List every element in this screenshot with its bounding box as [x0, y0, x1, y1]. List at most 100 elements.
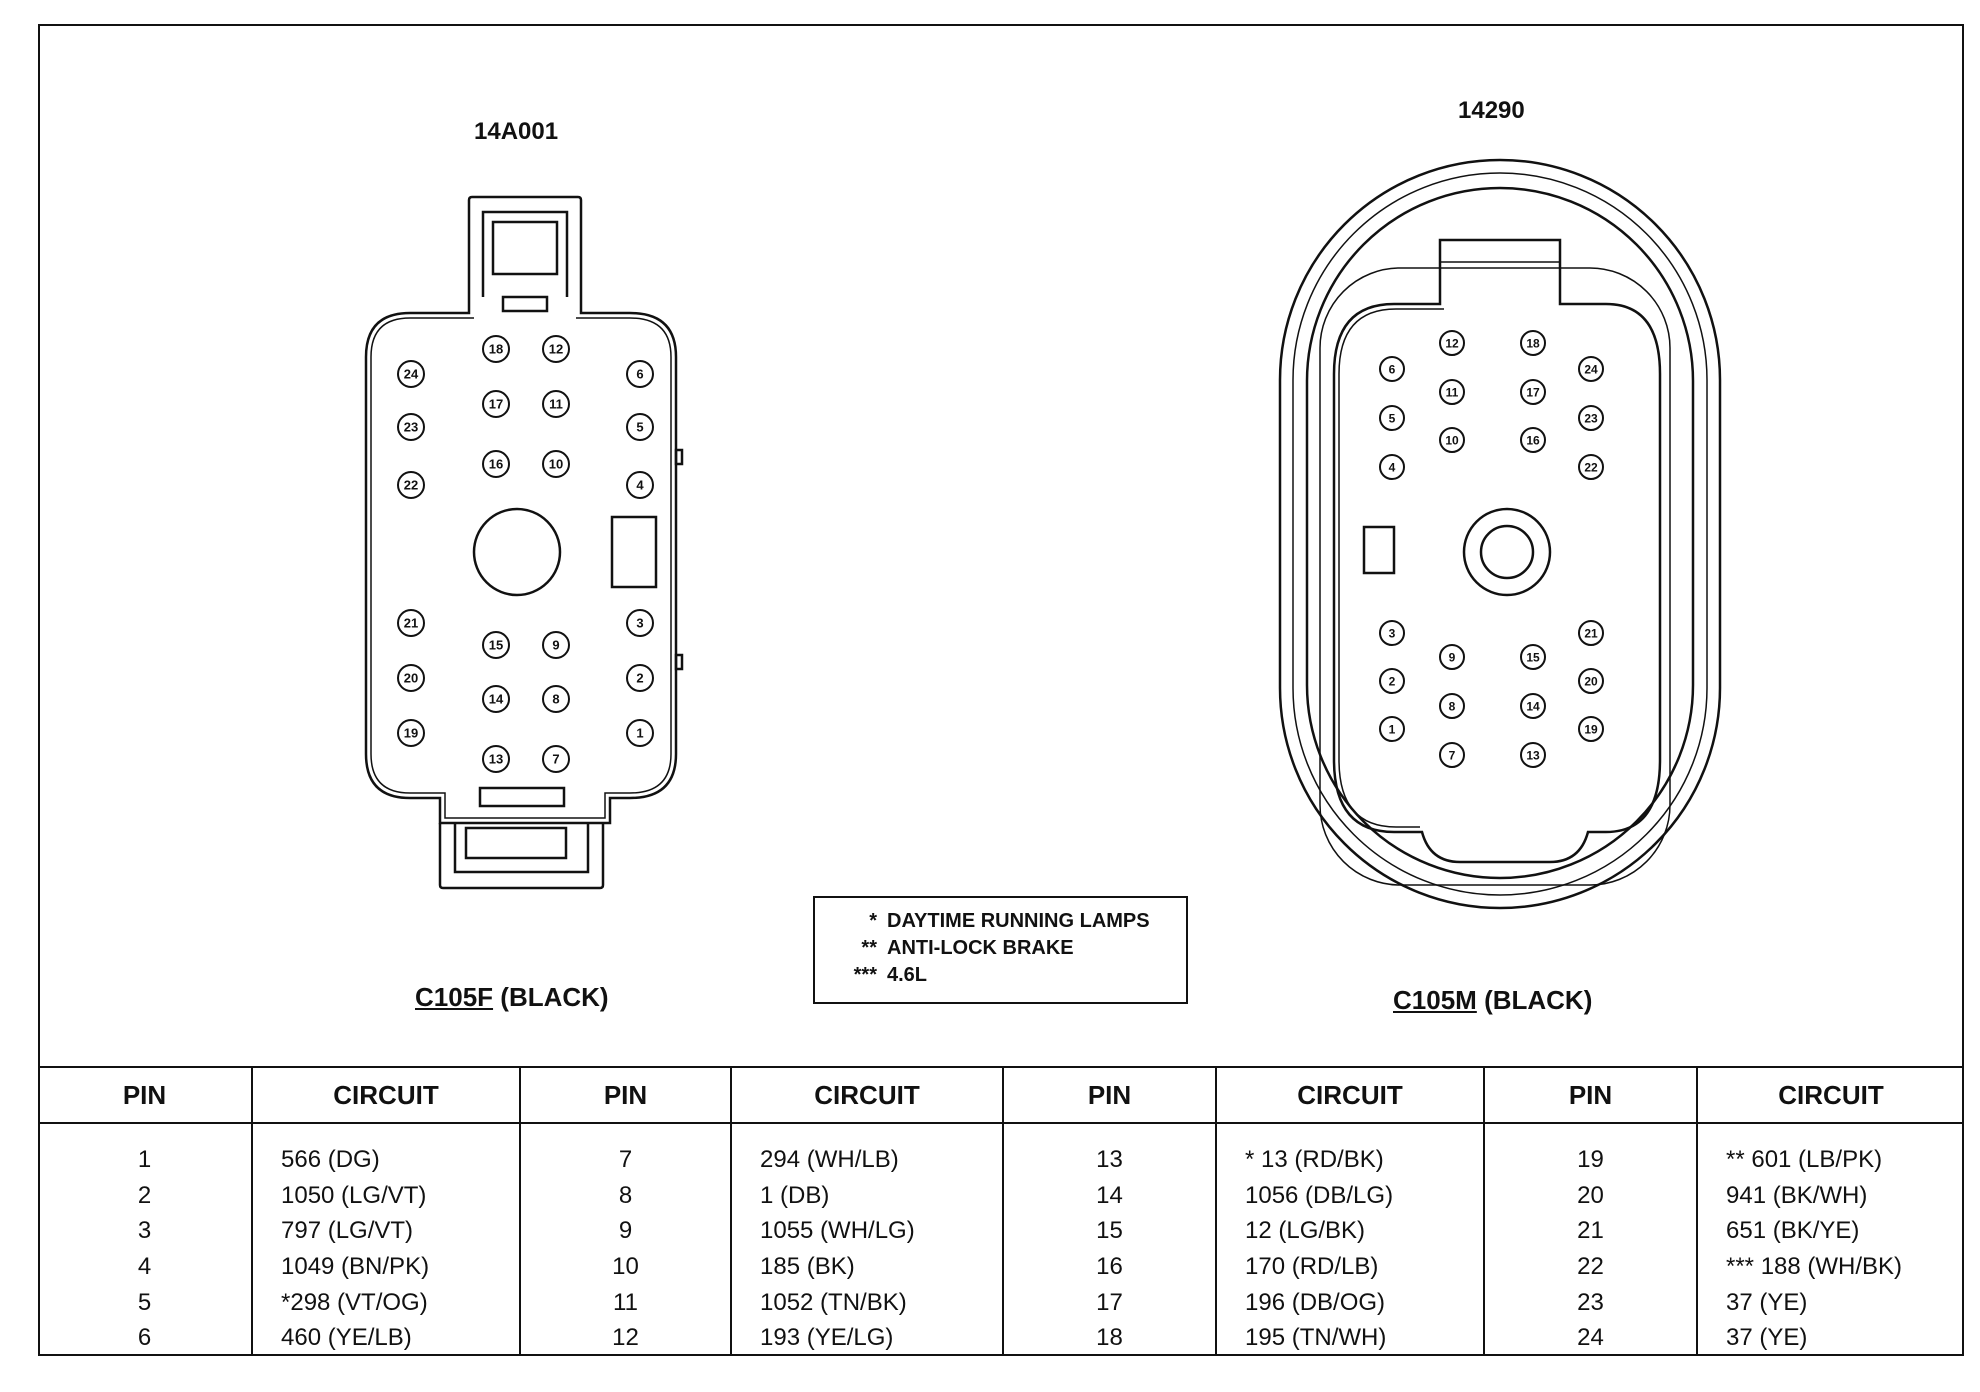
circuit-cell: 1049 (BN/PK)	[251, 1249, 520, 1285]
circuit-cell: ** 601 (LB/PK)	[1696, 1123, 1964, 1178]
pin-cell: 6	[137, 1324, 152, 1352]
header-pin: PIN	[519, 1066, 731, 1124]
c105f-pin-number: 11	[549, 397, 563, 412]
c105f-pin-number: 12	[549, 342, 563, 357]
c105f-pin-cavity: 13	[482, 745, 510, 773]
c105f-pin-circle	[626, 360, 654, 388]
c105f-top-latch	[467, 195, 583, 297]
c105f-pin-circle	[626, 664, 654, 692]
c105m-pin-number: 18	[1526, 336, 1540, 350]
circuit-cell: *** 188 (WH/BK)	[1696, 1249, 1964, 1285]
c105m-pin-circle	[1520, 742, 1546, 768]
c105f-pin-circle	[626, 471, 654, 499]
c105m-pin-circle	[1379, 716, 1405, 742]
c105m-pin-cavity: 15	[1520, 644, 1546, 670]
circuit-cell: 566 (DG)	[251, 1123, 520, 1178]
c105m-pin-circle	[1439, 693, 1465, 719]
c105m-pin-number: 15	[1526, 650, 1540, 664]
legend-box: *DAYTIME RUNNING LAMPS **ANTI-LOCK BRAKE…	[813, 896, 1188, 1004]
c105m-pin-circle	[1520, 693, 1546, 719]
c105m-pin-circle	[1520, 427, 1546, 453]
pin-cell: 23	[1483, 1284, 1697, 1321]
c105m-pin-cavity: 6	[1379, 356, 1405, 382]
pin-cell: 8	[519, 1177, 731, 1214]
c105f-pin-cavity: 23	[397, 413, 425, 441]
c105m-pin-circle	[1439, 379, 1465, 405]
pin-cell: 12	[519, 1320, 731, 1356]
c105f-pin-cavity: 19	[397, 719, 425, 747]
c105f-pin-circle	[397, 413, 425, 441]
legend-row: *DAYTIME RUNNING LAMPS	[837, 908, 1186, 935]
circuit-cell: 460 (YE/LB)	[251, 1320, 520, 1356]
c105m-pin-cavity: 3	[1379, 620, 1405, 646]
legend-row: **ANTI-LOCK BRAKE	[837, 935, 1186, 962]
circuit-cell: 294 (WH/LB)	[730, 1123, 1003, 1178]
c105m-pin-cavity: 20	[1578, 668, 1604, 694]
c105f-pin-cavity: 17	[482, 390, 510, 418]
c105f-pin-cavity: 11	[542, 390, 570, 418]
table-row: 6 460 (YE/LB) 12 193 (YE/LG) 18 195 (TN/…	[38, 1320, 1964, 1356]
c105f-pin-cavity: 4	[626, 471, 654, 499]
c105f-pin-circle	[542, 745, 570, 773]
c105m-pin-cavity: 7	[1439, 742, 1465, 768]
table-row: 3 797 (LG/VT) 9 1055 (WH/LG) 15 12 (LG/B…	[38, 1213, 1964, 1250]
c105m-pin-circle	[1578, 620, 1604, 646]
c105f-pin-cavity: 22	[397, 471, 425, 499]
c105m-pin-circle	[1379, 405, 1405, 431]
c105m-pin-cavity: 22	[1578, 454, 1604, 480]
c105m-pin-circle	[1578, 356, 1604, 382]
c105f-pin-cavity: 24	[397, 360, 425, 388]
legend-marker: **	[861, 937, 877, 959]
c105f-pin-circle	[482, 745, 510, 773]
c105m-pin-number: 7	[1449, 748, 1456, 762]
pin-cell: 22	[1483, 1249, 1697, 1285]
c105m-name: C105M	[1393, 985, 1477, 1015]
circuit-cell: *298 (VT/OG)	[251, 1284, 520, 1321]
c105f-key	[610, 515, 658, 589]
c105m-pin-cavity: 4	[1379, 454, 1405, 480]
table-row: 5 *298 (VT/OG) 11 1052 (TN/BK) 17 196 (D…	[38, 1284, 1964, 1321]
c105m-pin-circle	[1520, 330, 1546, 356]
right-part-number: 14290	[1458, 97, 1525, 124]
c105m-pin-cavity: 2	[1379, 668, 1405, 694]
c105f-pin-number: 5	[636, 420, 643, 435]
circuit-cell: 12 (LG/BK)	[1215, 1213, 1484, 1250]
c105m-pin-cavity: 10	[1439, 427, 1465, 453]
c105f-pin-cavity: 21	[397, 609, 425, 637]
circuit-cell: 170 (RD/LB)	[1215, 1249, 1484, 1285]
c105m-pin-cavity: 9	[1439, 644, 1465, 670]
c105m-inner-body	[1332, 238, 1662, 864]
table-header-row: PIN CIRCUIT PIN CIRCUIT PIN CIRCUIT PIN …	[38, 1066, 1964, 1124]
c105f-pin-cavity: 7	[542, 745, 570, 773]
c105f-pin-number: 8	[552, 692, 559, 707]
c105m-pin-circle	[1439, 427, 1465, 453]
c105m-pin-number: 23	[1584, 411, 1598, 425]
pin-cell: 21	[1483, 1213, 1697, 1250]
header-circuit: CIRCUIT	[251, 1066, 520, 1124]
c105m-pin-circle	[1379, 356, 1405, 382]
c105f-pin-circle	[482, 685, 510, 713]
c105f-name: C105F	[415, 982, 494, 1012]
c105m-pin-circle	[1520, 379, 1546, 405]
c105m-pin-number: 22	[1584, 460, 1598, 474]
pin-cell: 13	[1002, 1123, 1216, 1178]
c105f-pin-number: 13	[489, 752, 503, 767]
c105f-pin-cavity: 20	[397, 664, 425, 692]
header-circuit: CIRCUIT	[1215, 1066, 1484, 1124]
c105f-pin-number: 9	[552, 638, 559, 653]
c105f-bottom-latch	[438, 823, 605, 890]
pin-cell: 2	[137, 1181, 152, 1209]
c105f-pin-cavity: 9	[542, 631, 570, 659]
c105f-pin-number: 18	[489, 342, 503, 357]
c105m-pin-number: 20	[1584, 674, 1598, 688]
c105m-connector-face	[1278, 158, 1722, 910]
c105f-pin-circle	[542, 631, 570, 659]
c105m-pin-circle	[1379, 668, 1405, 694]
c105f-pin-number: 23	[404, 420, 418, 435]
c105m-pin-cavity: 24	[1578, 356, 1604, 382]
circuit-cell: 193 (YE/LG)	[730, 1320, 1003, 1356]
c105m-pin-cavity: 19	[1578, 716, 1604, 742]
c105m-pin-number: 21	[1584, 626, 1598, 640]
